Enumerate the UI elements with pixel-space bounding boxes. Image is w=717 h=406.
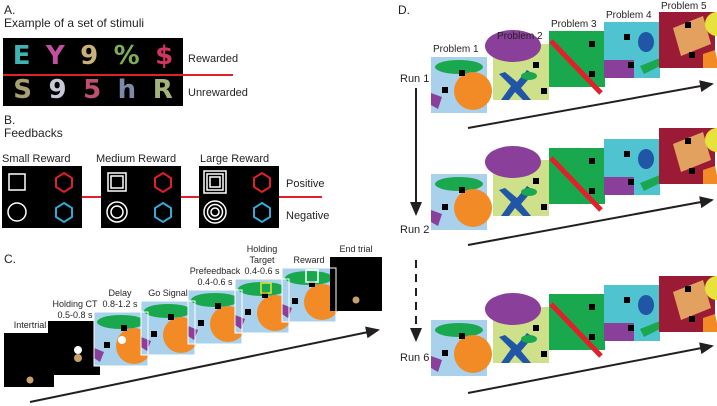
panel-a-title: Example of a set of stimuli <box>4 16 145 30</box>
run6-problem-2 <box>485 293 549 363</box>
intertrial-label: Intertrial <box>13 320 47 330</box>
prefeedback-time: 0.4-0.6 s <box>197 277 233 287</box>
stimulus-glyph-6: S <box>13 75 32 105</box>
run1-problem-1 <box>431 57 492 113</box>
run-6-label: Run 6 <box>400 352 430 364</box>
problem-5-label: Problem 5 <box>661 1 707 12</box>
run2-problem-2 <box>485 146 549 216</box>
reward-label: Reward <box>293 255 325 265</box>
holding-target-label-2: Target <box>249 255 275 265</box>
stimulus-glyph-1: E <box>12 41 31 71</box>
run6-problem-4 <box>604 285 660 341</box>
go-signal-label: Go Signal <box>148 288 188 298</box>
problem-1-label: Problem 1 <box>433 44 479 55</box>
panel-d-letter: D. <box>398 3 410 17</box>
rewarded-label: Rewarded <box>188 53 239 65</box>
time-arrow <box>29 326 380 403</box>
stimulus-glyph-5: $ <box>155 41 174 71</box>
panel-b-letter: B. <box>4 113 16 127</box>
run6-problem-3 <box>549 294 605 356</box>
problem-2-label: Problem 2 <box>497 31 543 42</box>
run6-problem-5 <box>659 276 717 332</box>
run2-problem-5 <box>659 128 717 184</box>
stimulus-glyph-9: h <box>117 75 137 105</box>
panel-b-title: Feedbacks <box>4 126 63 140</box>
run2-problem-4 <box>604 139 660 195</box>
problem-3-label: Problem 3 <box>551 19 597 30</box>
run1-problem-5 <box>659 12 717 68</box>
holding-ct-label: Holding CT <box>52 299 98 309</box>
run2-problem-3 <box>549 148 605 210</box>
run6-problem-1 <box>431 320 492 376</box>
small-reward-label: Small Reward <box>2 153 71 165</box>
prefeedback-label: Prefeedback <box>189 266 241 276</box>
run2-problem-1 <box>431 174 492 230</box>
holding-ct-time: 0.5-0.8 s <box>57 310 93 320</box>
large-reward-label: Large Reward <box>200 153 270 165</box>
run1-problem-4 <box>604 22 660 78</box>
delay-label: Delay <box>108 288 132 298</box>
small-negative-hexagon <box>55 201 73 224</box>
stimulus-glyph-7: 9 <box>48 75 67 105</box>
stimulus-glyph-10: R <box>152 75 173 105</box>
problem-4-label: Problem 4 <box>606 10 652 21</box>
stimulus-glyph-8: 5 <box>83 75 102 105</box>
delay-time: 0.8-1.2 s <box>102 299 138 309</box>
holding-target-label-1: Holding <box>246 244 278 254</box>
panel-c-letter: C. <box>4 252 16 266</box>
stimulus-glyph-4: % <box>113 41 140 71</box>
stimuli-set-box <box>3 38 183 106</box>
positive-label: Positive <box>286 178 325 190</box>
small-positive-hexagon <box>55 171 73 194</box>
medium-reward-label: Medium Reward <box>96 153 177 165</box>
stimulus-glyph-2: Y <box>45 41 65 71</box>
stimulus-glyph-3: 9 <box>80 41 99 71</box>
end-trial-label: End trial <box>339 244 373 254</box>
run-1-label: Run 1 <box>400 73 430 85</box>
holding-ct-screen <box>48 321 100 375</box>
panel-a-letter: A. <box>4 3 16 17</box>
negative-label: Negative <box>286 210 330 222</box>
small-negative-circle <box>7 202 27 222</box>
unrewarded-label: Unrewarded <box>188 87 248 99</box>
small-positive-square <box>8 173 26 191</box>
run1-problem-3 <box>549 31 605 93</box>
run-2-label: Run 2 <box>400 224 430 236</box>
holding-target-time: 0.4-0.6 s <box>244 266 280 276</box>
